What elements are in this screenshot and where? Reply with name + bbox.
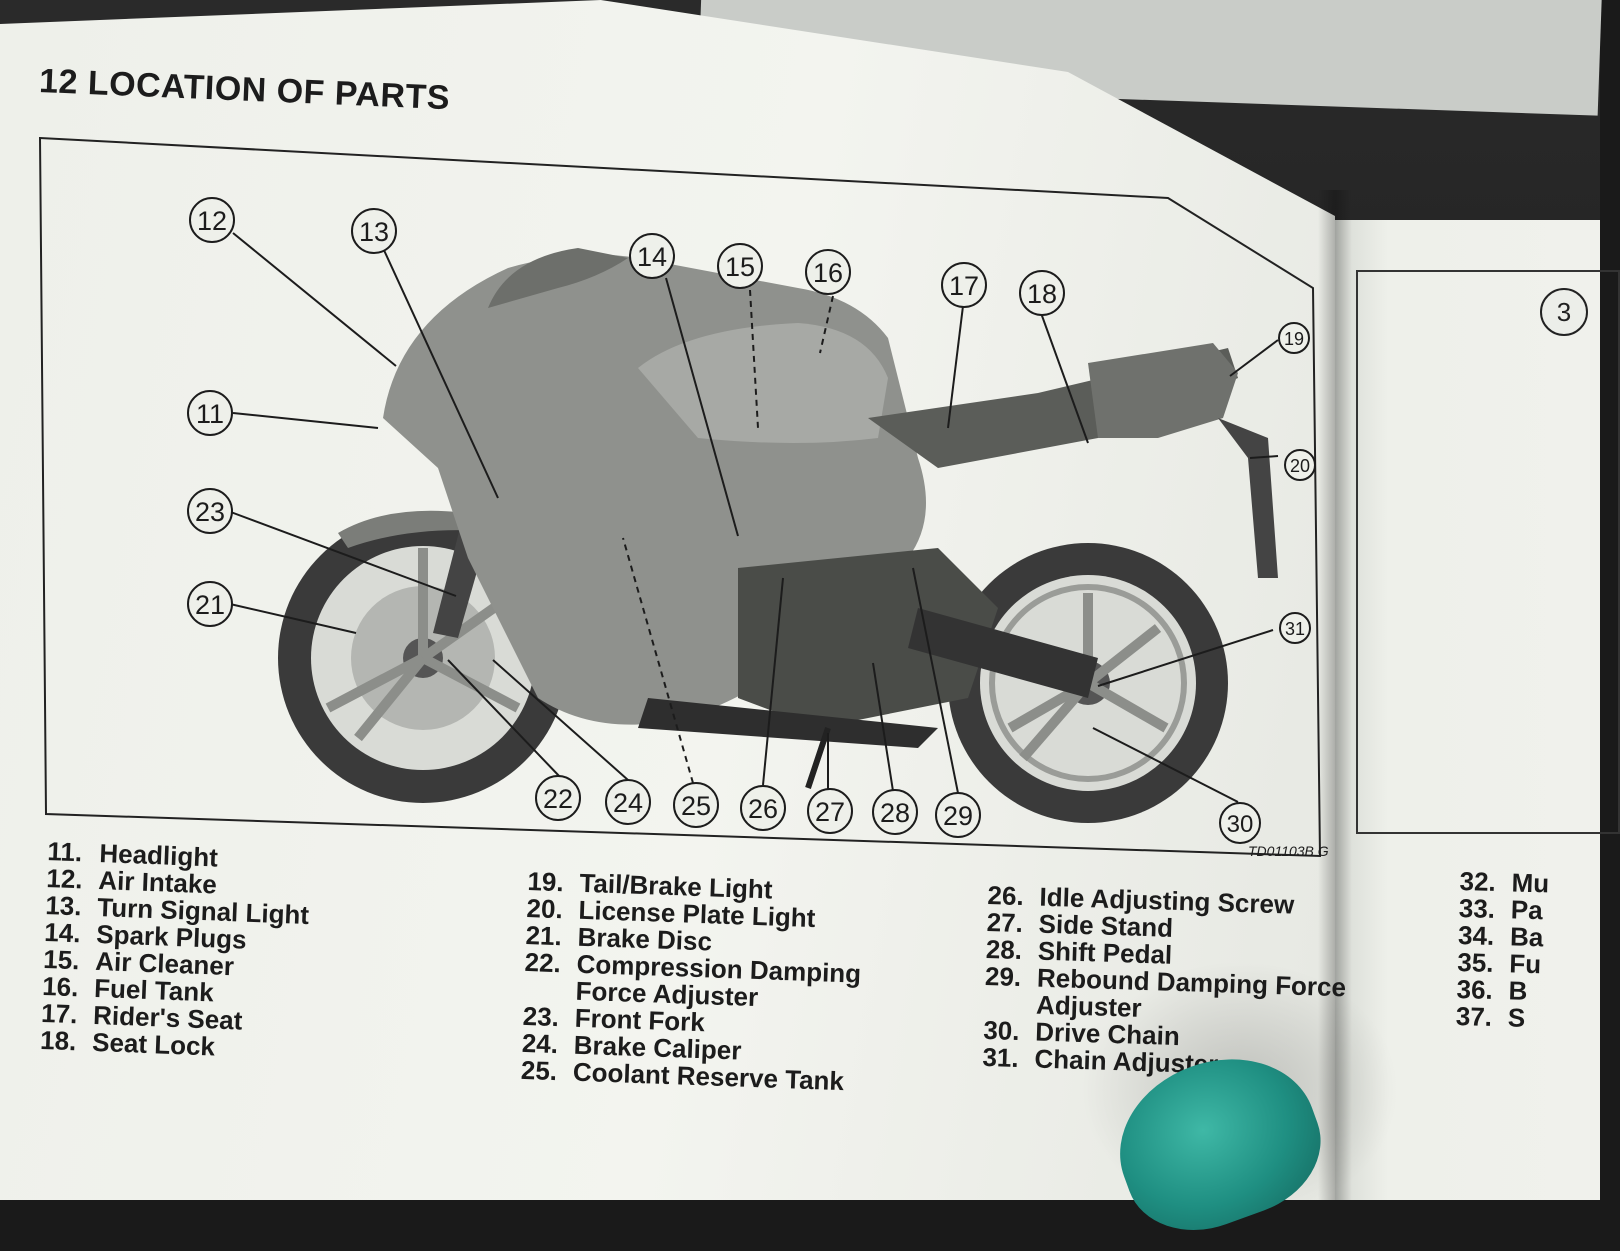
motorcycle-icon — [278, 248, 1278, 823]
callout-17-label: 17 — [949, 271, 979, 301]
callout-24-label: 24 — [613, 788, 643, 818]
callout-26-label: 26 — [748, 794, 778, 824]
callout-20: 20 — [1284, 449, 1316, 481]
diagram-svg: 11 12 13 14 15 16 17 18 19 20 21 22 23 2… — [38, 136, 1329, 859]
callout-21-label: 21 — [195, 590, 225, 620]
right-page-diagram-frame — [1356, 270, 1620, 834]
legend-label: S — [1507, 1002, 1526, 1033]
callout-22-label: 22 — [543, 784, 573, 814]
legend-label: Fu — [1508, 948, 1542, 980]
legend-number: 22. — [524, 946, 562, 979]
figure-code: TD01103B G — [1248, 843, 1329, 859]
legend-number: 18. — [39, 1024, 77, 1057]
callout-16: 16 — [805, 249, 851, 295]
callout-12-label: 12 — [197, 206, 227, 236]
legend-item: 37. S — [1455, 1000, 1596, 1034]
legend-label: Seat Lock — [91, 1026, 216, 1062]
callout-22: 22 — [535, 775, 581, 821]
callout-13: 13 — [351, 208, 397, 254]
callout-14-label: 14 — [637, 242, 667, 272]
callout-26: 26 — [740, 785, 786, 831]
callout-30: 30 — [1219, 802, 1261, 844]
callout-23: 23 — [187, 488, 233, 534]
legend-number: 32. — [1459, 866, 1497, 897]
callout-18-label: 18 — [1027, 279, 1057, 309]
callout-28-label: 28 — [880, 798, 910, 828]
callout-29-label: 29 — [943, 801, 973, 831]
legend-column-4: 32. Mu 33. Pa 34. Ba 35. Fu 36. B 37. S — [1455, 866, 1599, 1034]
legend-label: B — [1508, 975, 1528, 1006]
legend-number: 35. — [1456, 946, 1494, 978]
callout-15: 15 — [717, 243, 763, 289]
callout-18: 18 — [1019, 270, 1065, 316]
callout-14: 14 — [629, 233, 675, 279]
legend-label: Pa — [1510, 894, 1544, 926]
leader-lines — [227, 232, 1279, 803]
callout-20-label: 20 — [1290, 456, 1310, 476]
callout-19-label: 19 — [1284, 329, 1304, 349]
legend-number: 29. — [984, 960, 1022, 993]
legend-number: 36. — [1456, 973, 1494, 1005]
legend-number: 31. — [982, 1041, 1020, 1074]
callout-27-label: 27 — [815, 797, 845, 827]
callout-12: 12 — [189, 197, 235, 243]
callout-30-label: 30 — [1227, 811, 1254, 838]
manual-page-right — [1335, 220, 1600, 1200]
callout-13-label: 13 — [359, 217, 389, 247]
right-page-callout: 3 — [1540, 288, 1588, 336]
callout-31-label: 31 — [1285, 619, 1305, 639]
legend-number: 25. — [520, 1054, 558, 1087]
parts-diagram: 11 12 13 14 15 16 17 18 19 20 21 22 23 2… — [38, 136, 1329, 859]
legend-column-2: 19.Tail/Brake Light 20.License Plate Lig… — [520, 866, 864, 1096]
diagram-border — [38, 136, 1322, 858]
book-gutter — [1318, 190, 1352, 1200]
legend-label: Mu — [1511, 867, 1550, 899]
callout-21: 21 — [187, 581, 233, 627]
callout-28: 28 — [872, 789, 918, 835]
legend-label: Ba — [1509, 921, 1544, 953]
legend-number: 33. — [1458, 892, 1496, 924]
callout-25: 25 — [673, 782, 719, 828]
callout-15-label: 15 — [725, 252, 755, 282]
callout-11-label: 11 — [196, 399, 224, 429]
legend-column-1: 11.Headlight 12.Air Intake 13.Turn Signa… — [39, 836, 312, 1064]
legend-number: 34. — [1457, 919, 1495, 951]
callout-31: 31 — [1279, 612, 1311, 644]
callout-27: 27 — [807, 788, 853, 834]
callout-23-label: 23 — [195, 497, 225, 527]
callout-17: 17 — [941, 262, 987, 308]
callout-24: 24 — [605, 779, 651, 825]
callout-29: 29 — [935, 792, 981, 838]
callout-11: 11 — [187, 390, 233, 436]
callout-16-label: 16 — [813, 258, 843, 288]
legend-number: 37. — [1455, 1000, 1493, 1032]
callout-19: 19 — [1278, 322, 1310, 354]
callout-25-label: 25 — [681, 791, 711, 821]
